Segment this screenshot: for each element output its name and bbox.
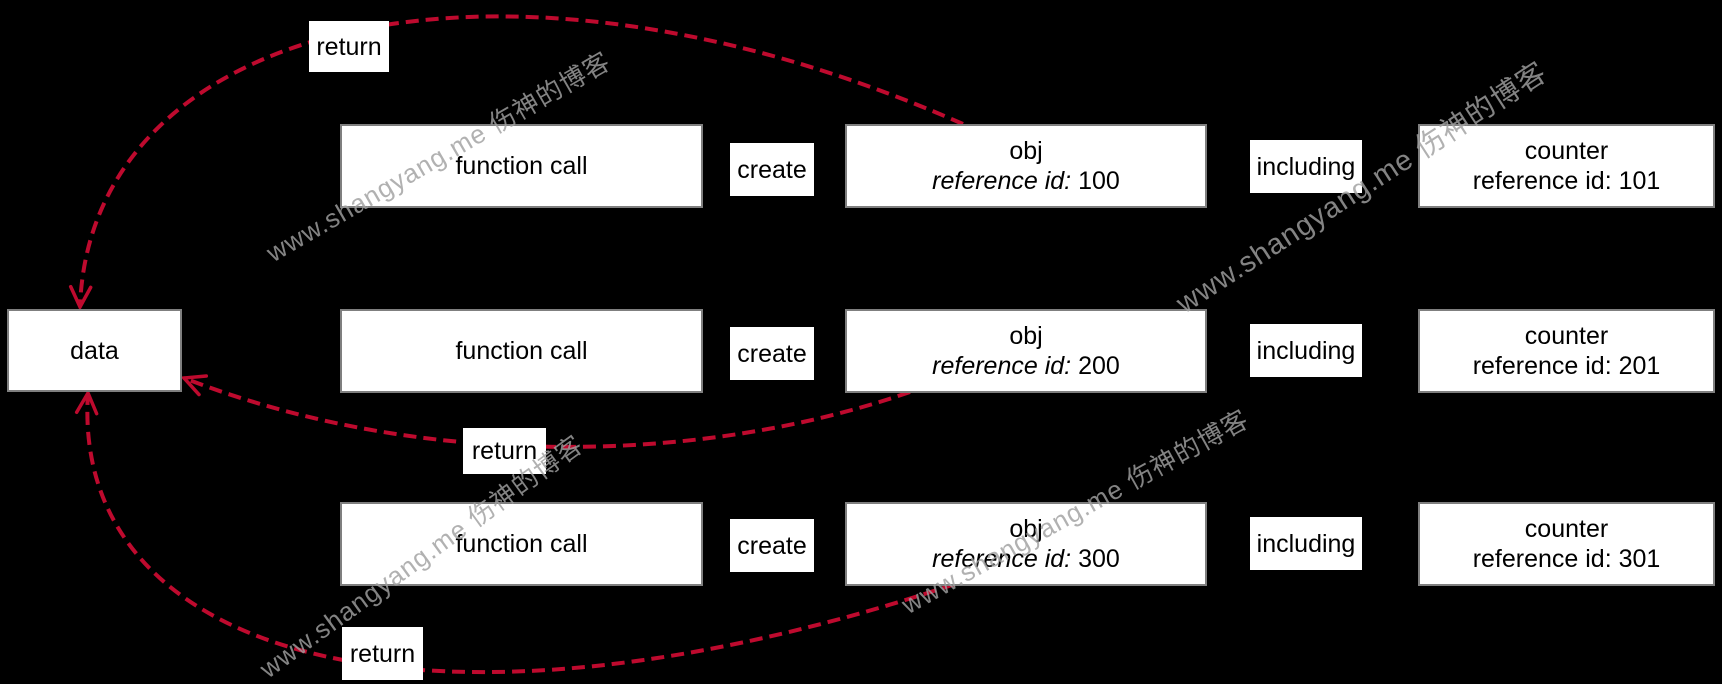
data-box-label: data bbox=[70, 336, 119, 365]
counter-title: counter bbox=[1524, 137, 1609, 165]
create-label-1: create bbox=[730, 143, 814, 196]
counter-title: counter bbox=[1524, 322, 1609, 350]
function-call-box-3: function call bbox=[340, 502, 703, 586]
counter-box-3: counter reference id: 301 bbox=[1418, 502, 1715, 586]
counter-reference-id: reference id: 101 bbox=[1472, 167, 1661, 195]
including-label-2: including bbox=[1250, 324, 1362, 377]
return-arrow-middle bbox=[180, 374, 911, 449]
obj-title: obj bbox=[1009, 515, 1043, 543]
including-label-1: including bbox=[1250, 140, 1362, 193]
data-box: data bbox=[7, 309, 182, 392]
counter-box-1: counter reference id: 101 bbox=[1418, 124, 1715, 208]
obj-title: obj bbox=[1009, 322, 1043, 350]
function-call-box-1: function call bbox=[340, 124, 703, 208]
return-label-top: return bbox=[309, 21, 389, 72]
create-label-3: create bbox=[730, 519, 814, 572]
return-label-middle: return bbox=[463, 428, 546, 474]
obj-reference-id: reference id:300 bbox=[932, 545, 1120, 573]
obj-box-3: obj reference id:300 bbox=[845, 502, 1207, 586]
obj-title: obj bbox=[1009, 137, 1043, 165]
obj-reference-id: reference id:100 bbox=[932, 167, 1120, 195]
including-label-3: including bbox=[1250, 517, 1362, 570]
return-label-bottom: return bbox=[342, 627, 423, 680]
counter-box-2: counter reference id: 201 bbox=[1418, 309, 1715, 393]
function-call-box-2: function call bbox=[340, 309, 703, 393]
create-label-2: create bbox=[730, 327, 814, 380]
obj-box-2: obj reference id:200 bbox=[845, 309, 1207, 393]
counter-reference-id: reference id: 201 bbox=[1472, 352, 1661, 380]
return-arrow-bottom bbox=[74, 389, 956, 675]
obj-box-1: obj reference id:100 bbox=[845, 124, 1207, 208]
counter-title: counter bbox=[1524, 515, 1609, 543]
obj-reference-id: reference id:200 bbox=[932, 352, 1120, 380]
counter-reference-id: reference id: 301 bbox=[1472, 545, 1661, 573]
